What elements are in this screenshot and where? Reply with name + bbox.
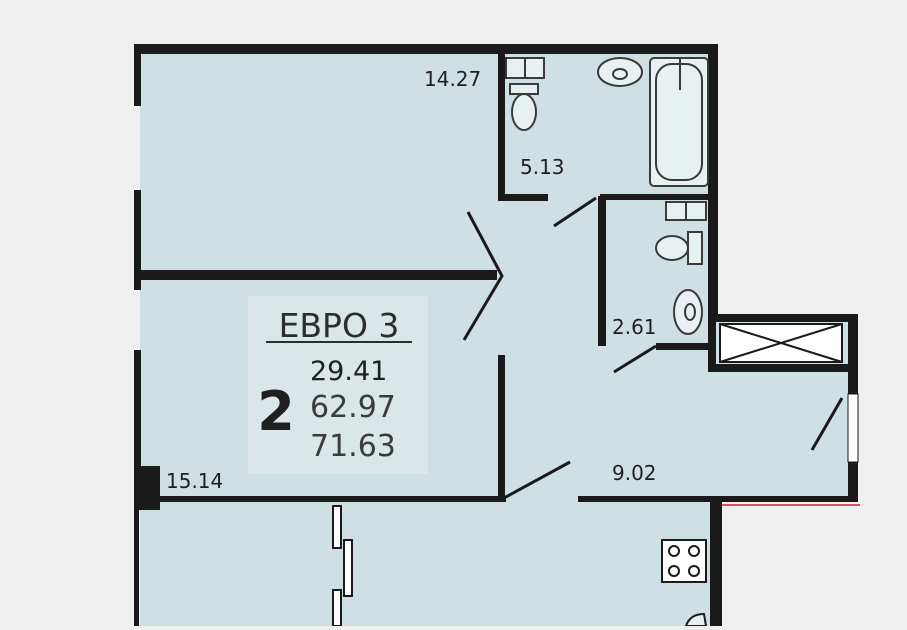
wall-bath-left [498, 54, 505, 200]
wall-hall-bottom [578, 496, 858, 502]
wall-bedroom-bottom [160, 496, 506, 502]
door-swings [462, 196, 844, 500]
window-outer [847, 393, 859, 463]
wall-shaft-left [708, 314, 716, 370]
room-area-bathroom: 5.13 [520, 155, 565, 179]
wall-left-mid-b [134, 350, 141, 470]
washbasin-icon-2 [673, 289, 703, 335]
label-panel [248, 296, 428, 474]
sliding-panel-2 [343, 539, 353, 597]
wall-bath-bottom-right [600, 194, 712, 200]
door-bath [553, 196, 597, 228]
toilet-icon-2 [655, 201, 707, 265]
wall-bath-bottom [498, 194, 548, 201]
door-balcony [810, 397, 844, 451]
hall-floor [580, 348, 850, 498]
badge-title: ЕВРО 3 [279, 306, 400, 345]
wall-bedroom-divider [141, 270, 497, 280]
wall-toilet-bottom [656, 343, 712, 350]
kitchen-floor [140, 498, 716, 626]
wall-left-upper [134, 44, 141, 106]
wall-shaft-bottom [708, 364, 858, 372]
door-arrow-bedroom-top [462, 211, 504, 341]
stove-icon [661, 539, 707, 583]
door-toilet [613, 344, 657, 374]
wall-outer-right-a [848, 314, 858, 394]
wall-toilet-left [598, 196, 606, 346]
door-bedroom-left [503, 460, 571, 500]
badge-rooms-count: 2 [257, 380, 295, 443]
badge-area-useful: 62.97 [310, 390, 396, 425]
wall-bedroom-right [498, 355, 505, 502]
badge-area-total: 71.63 [310, 429, 396, 464]
toilet-icon [505, 57, 545, 131]
sink-icon [684, 612, 708, 627]
sliding-panel-1 [332, 505, 342, 549]
room-area-hall: 9.02 [612, 461, 657, 485]
washbasin-icon [597, 57, 643, 87]
sliding-panel-3 [332, 589, 342, 627]
badge-area-living: 29.41 [310, 356, 387, 387]
bedroom-top-floor [140, 52, 502, 276]
bathtub-icon [649, 57, 709, 187]
wall-left-mid-a [134, 190, 141, 290]
ventilation-shaft-icon [719, 323, 843, 363]
room-area-toilet: 2.61 [612, 315, 657, 339]
wall-kitchen-right [710, 502, 722, 626]
wall-shaft-top [708, 314, 858, 322]
sliding-door [332, 505, 353, 627]
walls [134, 44, 858, 626]
room-area-bedroom-top: 14.27 [424, 67, 481, 91]
wall-column [134, 466, 160, 510]
wall-right-top [708, 44, 718, 319]
wall-top [134, 44, 718, 54]
wall-outer-right-b [848, 462, 858, 502]
wall-left-lower [134, 510, 139, 626]
room-area-bedroom-left: 15.14 [166, 469, 223, 493]
